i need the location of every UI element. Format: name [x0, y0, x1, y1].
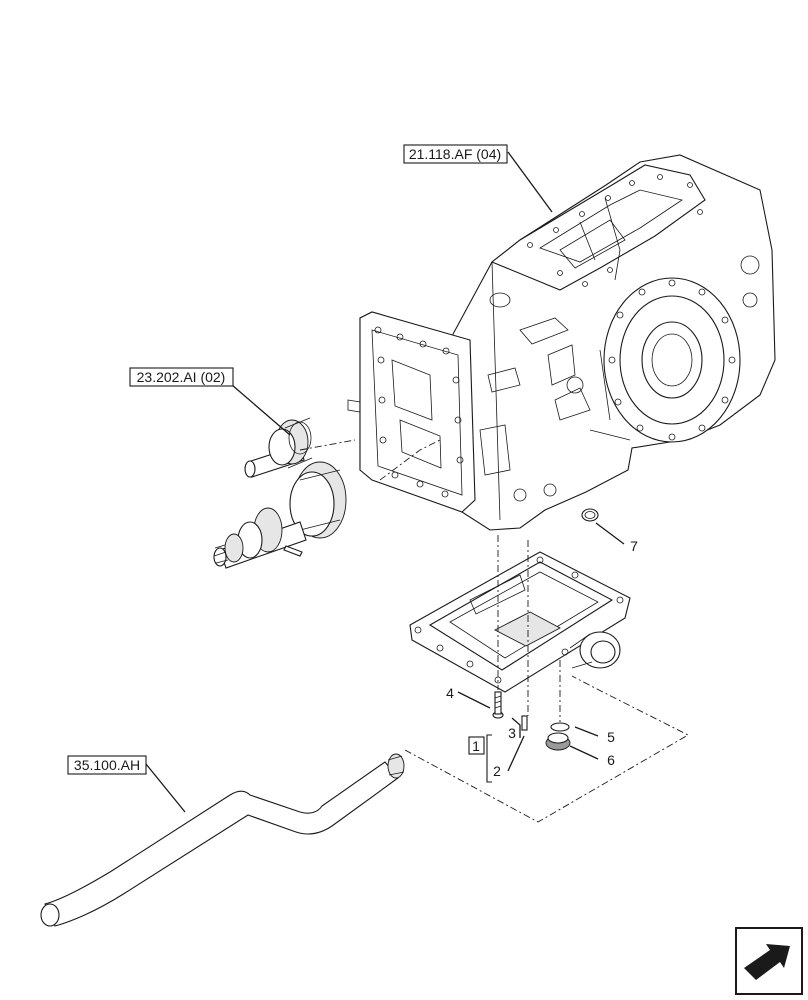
leader-housing	[507, 151, 553, 213]
drain-plug-6	[545, 732, 571, 751]
ref-housing[interactable]: 21.118.AF (04)	[403, 144, 508, 164]
callout-6: 6	[607, 752, 615, 768]
o-ring-7	[581, 508, 599, 522]
callout-7: 7	[630, 538, 638, 554]
gear-assembly	[213, 417, 347, 569]
group-bracket	[486, 734, 492, 783]
ref-pipe[interactable]: 35.100.AH	[67, 755, 147, 775]
callout-4: 4	[446, 685, 454, 701]
assembly-guide-lines	[299, 439, 689, 823]
svg-text:21.118.AF (04): 21.118.AF (04)	[409, 146, 501, 162]
callout-2: 2	[493, 763, 501, 779]
washer-5	[550, 722, 570, 732]
bolt-4	[492, 691, 504, 719]
svg-text:1: 1	[472, 738, 480, 754]
leader-gear	[231, 384, 291, 436]
callout-5: 5	[607, 729, 615, 745]
suction-pipe	[40, 753, 405, 927]
ref-gear-assembly[interactable]: 23.202.AI (02)	[129, 367, 234, 387]
svg-text:35.100.AH: 35.100.AH	[74, 757, 140, 773]
dowel-3	[521, 715, 528, 731]
transmission-housing	[347, 154, 776, 531]
leader-pipe	[145, 763, 186, 813]
callout-group-1: 1	[468, 736, 485, 755]
next-page-arrow-icon[interactable]	[735, 927, 803, 995]
oil-sump-pan	[409, 551, 631, 693]
callout-3: 3	[508, 725, 516, 741]
svg-text:23.202.AI (02): 23.202.AI (02)	[137, 369, 226, 385]
